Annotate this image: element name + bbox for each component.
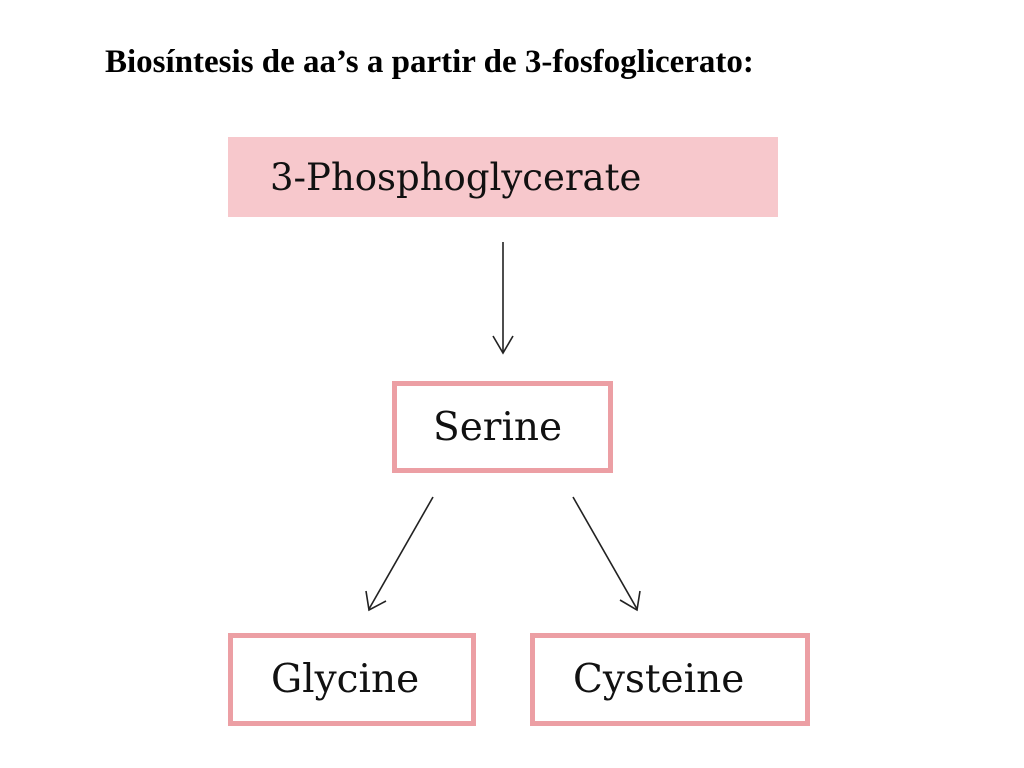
- node-serine: Serine: [392, 381, 613, 473]
- arrow-phosphoglycerate-to-serine: [492, 242, 514, 355]
- node-glycine: Glycine: [228, 633, 476, 726]
- node-label-cysteine: Cysteine: [573, 657, 745, 702]
- node-label-glycine: Glycine: [271, 657, 420, 702]
- arrow-serine-to-cysteine: [572, 496, 641, 612]
- node-label-3-phosphoglycerate: 3-Phosphoglycerate: [270, 155, 642, 199]
- node-cysteine: Cysteine: [530, 633, 810, 726]
- node-label-serine: Serine: [433, 404, 563, 450]
- arrow-serine-to-glycine: [365, 496, 434, 612]
- slide-title: Biosíntesis de aa’s a partir de 3-fosfog…: [105, 44, 754, 80]
- node-3-phosphoglycerate: 3-Phosphoglycerate: [228, 137, 778, 217]
